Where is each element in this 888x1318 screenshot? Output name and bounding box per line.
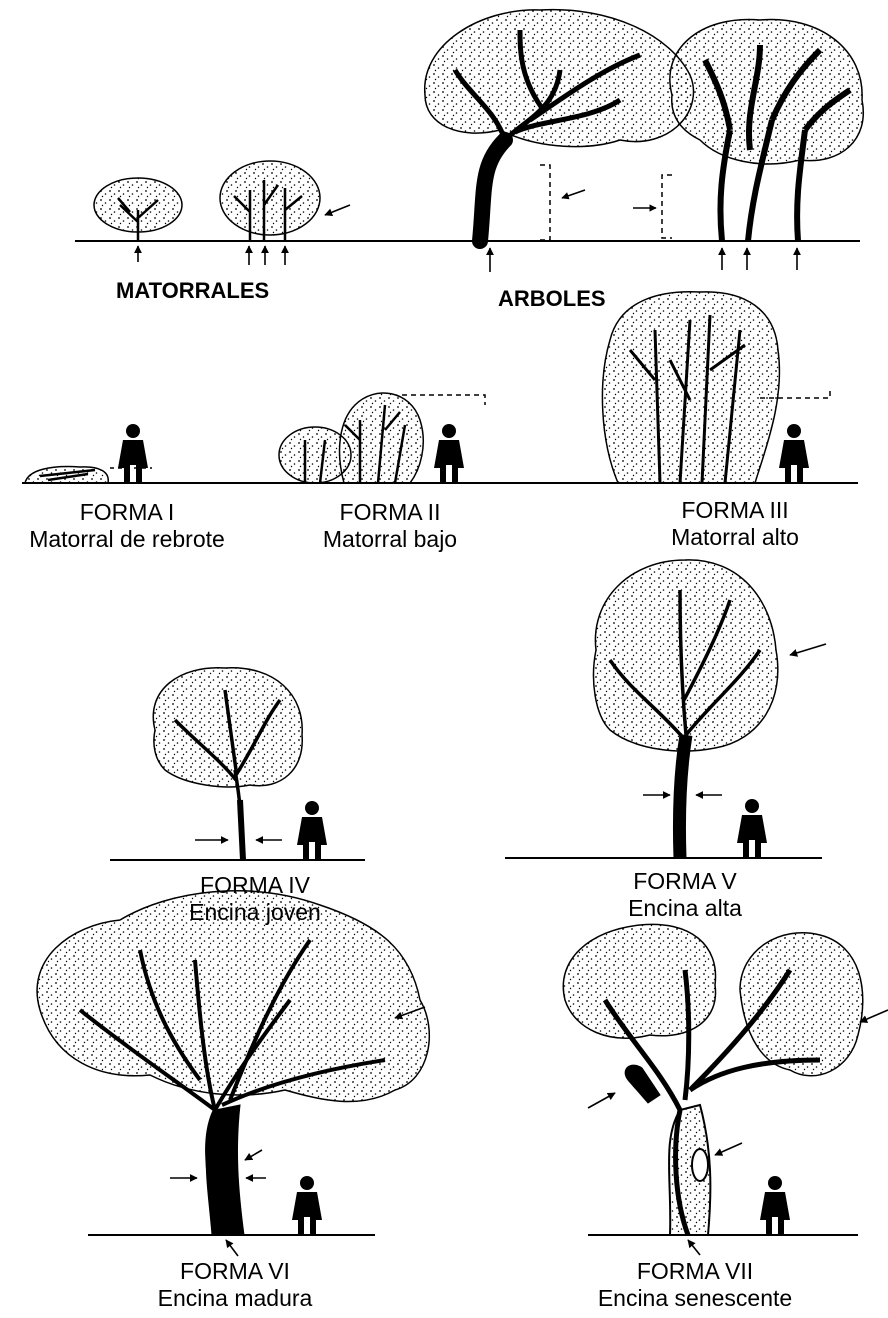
group-label-shrubs: MATORRALES bbox=[116, 278, 270, 303]
shrub-arrows bbox=[134, 204, 351, 265]
forma-5-tall-oak bbox=[592, 559, 779, 859]
forma-name: Matorral alto bbox=[671, 524, 799, 550]
person-silhouette bbox=[292, 1176, 322, 1235]
forma-title: FORMA I bbox=[79, 499, 175, 525]
forma-title: FORMA IV bbox=[200, 872, 310, 898]
shrub-left bbox=[93, 177, 183, 241]
person-silhouette bbox=[297, 801, 327, 860]
tree-single-trunk bbox=[424, 8, 695, 249]
forma-name: Matorral de rebrote bbox=[29, 526, 225, 552]
forma-7-arrows bbox=[587, 1009, 888, 1256]
caption-forma-7: FORMA VII Encina senescente bbox=[575, 1258, 815, 1312]
caption-forma-6: FORMA VI Encina madura bbox=[130, 1258, 340, 1312]
forma-name: Encina joven bbox=[189, 899, 321, 925]
forma-name: Matorral bajo bbox=[322, 526, 458, 552]
forma-7-senescent-oak bbox=[562, 923, 864, 1236]
person-silhouette bbox=[737, 799, 767, 858]
forma-5-arrows bbox=[643, 643, 827, 799]
caption-forma-3: FORMA III Matorral alto bbox=[630, 497, 840, 551]
tree-multi-trunk bbox=[669, 18, 865, 242]
person-silhouette bbox=[434, 424, 464, 483]
person-silhouette bbox=[760, 1176, 790, 1235]
tree-height-brackets bbox=[540, 164, 672, 241]
caption-forma-5: FORMA V Encina alta bbox=[580, 868, 790, 922]
forma-name: Encina senescente bbox=[597, 1285, 793, 1311]
tree-arrows bbox=[486, 247, 801, 272]
forma-title: FORMA V bbox=[633, 868, 737, 894]
forma-4-young-oak bbox=[152, 667, 303, 861]
forma-6-mature-oak bbox=[36, 890, 431, 1236]
person-silhouette bbox=[118, 424, 148, 483]
caption-forma-2: FORMA II Matorral bajo bbox=[285, 499, 495, 553]
caption-forma-4: FORMA IV Encina joven bbox=[150, 872, 360, 926]
shrub-right bbox=[219, 160, 321, 241]
row-forms-6-7 bbox=[36, 890, 888, 1257]
forma-title: FORMA III bbox=[681, 497, 789, 523]
row-shrubs-vs-trees bbox=[75, 8, 865, 272]
person-silhouette bbox=[779, 424, 809, 483]
forma-1-sprouts bbox=[24, 465, 152, 484]
row-forms-1-3 bbox=[22, 291, 858, 484]
forma-name: Encina madura bbox=[157, 1285, 313, 1311]
forma-name: Encina alta bbox=[628, 895, 742, 921]
row-forms-4-5 bbox=[110, 559, 827, 861]
forma-title: FORMA VI bbox=[180, 1258, 290, 1284]
group-label-trees: ARBOLES bbox=[498, 286, 606, 311]
forma-2-shrubs bbox=[278, 392, 486, 484]
forma-title: FORMA VII bbox=[636, 1258, 754, 1284]
forma-6-arrows bbox=[170, 1006, 426, 1257]
forma-3-tall-shrub bbox=[601, 291, 831, 484]
caption-forma-1: FORMA I Matorral de rebrote bbox=[2, 499, 252, 553]
forma-title: FORMA II bbox=[339, 499, 441, 525]
